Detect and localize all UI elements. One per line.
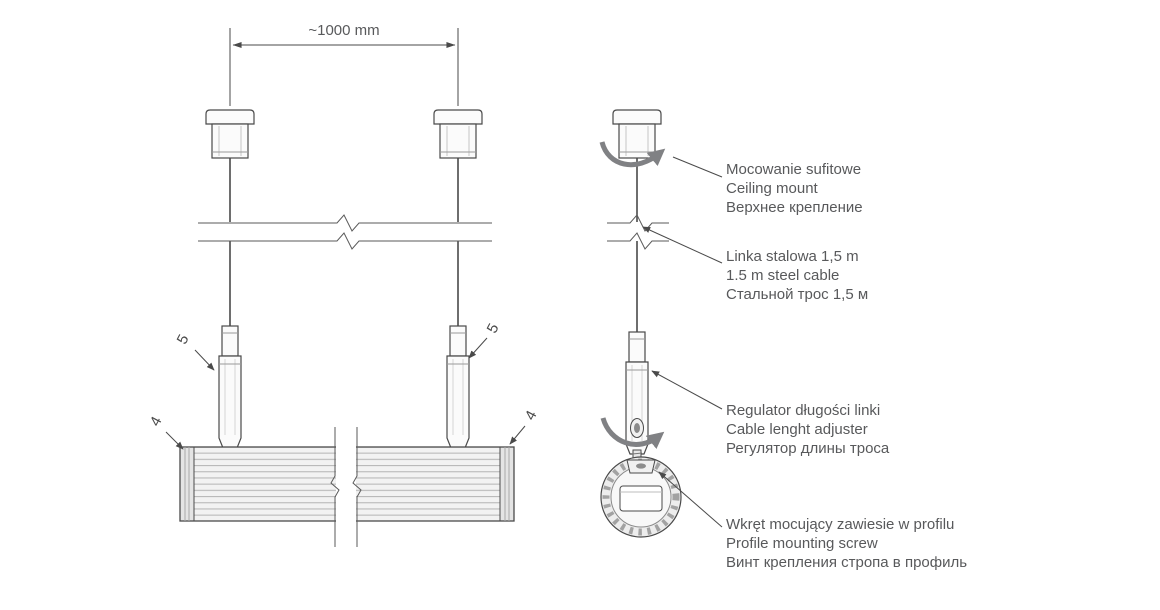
label-steel-cable-ru: Стальной трос 1,5 м [726, 286, 869, 303]
label-cable-adjuster-en: Cable lenght adjuster [726, 421, 868, 438]
leader-cable-adjuster [651, 370, 723, 410]
leader-ceiling-mount [672, 156, 723, 178]
label-ceiling-mount-ru: Верхнее крепление [726, 199, 863, 216]
break-lines [198, 214, 669, 250]
leader-5-right [468, 337, 488, 359]
steel-cables [229, 158, 638, 334]
break-line-left [330, 427, 340, 547]
label-cable-adjuster-ru: Регулятор длины троса [726, 440, 890, 457]
label-mounting-screw-ru: Винт крепления стропа в профиль [726, 554, 968, 571]
label-mounting-screw-pl: Wkręt mocujący zawiesie w profilu [726, 516, 955, 533]
ceiling-mount-right [433, 109, 483, 159]
label-steel-cable: Linka stalowa 1,5 m 1.5 m steel cable Ст… [726, 247, 868, 304]
annotation-leaders [642, 156, 723, 528]
label-ceiling-mount-pl: Mocowanie sufitowe [726, 161, 862, 178]
rotation-arrow-adjuster [600, 417, 665, 450]
rotation-arrow-mount [599, 141, 666, 168]
leader-4-right [509, 425, 526, 445]
label-cable-adjuster-pl: Regulator długości linki [726, 402, 881, 419]
dimension-label: ~1000 mm [308, 22, 380, 39]
cable-adjuster-left [218, 325, 242, 449]
adjuster-hole-inner [634, 423, 640, 433]
ceiling-mount-detail [612, 109, 662, 159]
label-steel-cable-pl: Linka stalowa 1,5 m [726, 248, 859, 265]
break-line-right [352, 427, 362, 547]
led-channel [619, 485, 663, 512]
profile-cross-section [600, 449, 682, 538]
leader-4-left [165, 431, 184, 450]
label-mounting-screw: Wkręt mocujący zawiesie w profilu Profil… [726, 515, 967, 572]
leader-mounting-screw [658, 471, 723, 528]
label-cable-adjuster: Regulator długości linki Cable lenght ad… [726, 401, 889, 458]
label-ceiling-mount: Mocowanie sufitowe Ceiling mount Верхнее… [726, 160, 863, 217]
cable-adjuster-right [446, 325, 470, 449]
profile-front-view [179, 427, 515, 547]
label-steel-cable-en: 1.5 m steel cable [726, 267, 840, 284]
profile-break-gap [336, 443, 356, 527]
dimension-1000mm [229, 28, 459, 106]
label-mounting-screw-en: Profile mounting screw [726, 535, 878, 552]
ceiling-mount-left [205, 109, 255, 159]
leader-steel-cable [642, 226, 723, 264]
leader-5-left [194, 349, 215, 371]
callout-leaders [165, 337, 526, 450]
screw-head [636, 463, 646, 469]
label-ceiling-mount-en: Ceiling mount [726, 180, 818, 197]
